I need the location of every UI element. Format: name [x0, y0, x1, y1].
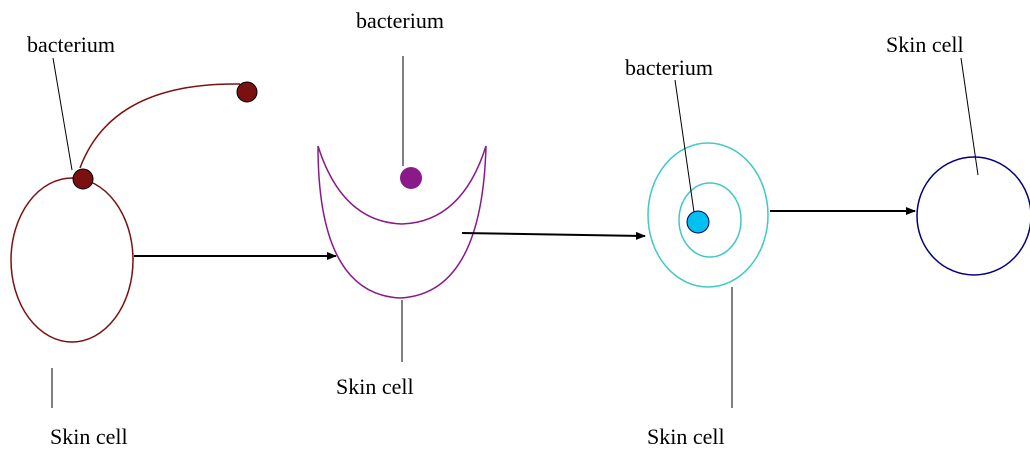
- stage-1-bacterium-start: [73, 169, 93, 189]
- stage-4-skin-cell-label: Skin cell: [886, 34, 964, 56]
- stage-1-skin-cell: [11, 178, 133, 342]
- stage-1-skin-cell-label: Skin cell: [50, 426, 128, 448]
- stage-1-bacterium-label: bacterium: [27, 34, 115, 56]
- stage-3-skin-cell-label: Skin cell: [647, 426, 725, 448]
- stage-1-bacterium-leader: [53, 58, 72, 170]
- arrow-2: [462, 233, 645, 236]
- stage-2: [318, 56, 486, 362]
- stage-3-bacterium: [687, 211, 709, 233]
- stage-4-skin-cell: [917, 157, 1030, 275]
- stage-1: [11, 58, 257, 408]
- stage-2-skin-cell: [318, 146, 486, 298]
- stage-3-outer-ring: [648, 143, 768, 287]
- stage-2-skin-cell-label: Skin cell: [336, 376, 414, 398]
- stage-2-bacterium: [400, 167, 422, 189]
- stage-2-bacterium-label: bacterium: [356, 10, 444, 32]
- stage-1-bacterium-path: [80, 84, 240, 168]
- stage-1-bacterium-end: [237, 82, 257, 102]
- stage-3: [648, 80, 768, 408]
- stage-3-bacterium-label: bacterium: [625, 57, 713, 79]
- stage-4: [917, 58, 1030, 275]
